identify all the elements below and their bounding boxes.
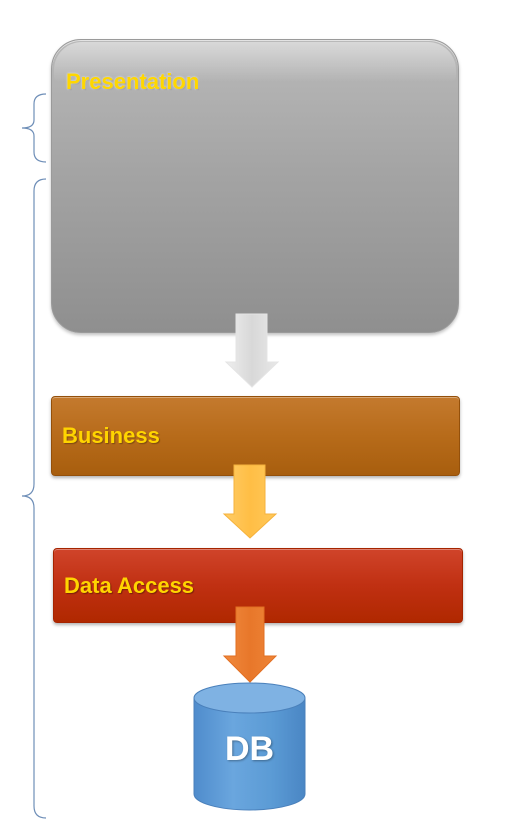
business-label: Business xyxy=(62,423,160,448)
large-brace-path xyxy=(21,178,47,819)
arrow-presentation-to-business xyxy=(224,313,280,388)
presentation-layer-box: Presentation xyxy=(51,39,459,333)
data-access-label: Data Access xyxy=(64,573,195,598)
database-cylinder: DB xyxy=(193,682,306,812)
down-arrow-icon xyxy=(222,606,278,683)
database-icon xyxy=(193,682,306,811)
business-layer-box: Business xyxy=(51,396,460,476)
down-arrow-icon xyxy=(224,313,280,388)
small-brace-path xyxy=(21,93,47,163)
arrow-data-access-to-db xyxy=(222,606,278,683)
down-arrow-icon xyxy=(222,464,278,539)
arrow-business-to-data-access xyxy=(222,464,278,539)
presentation-label: Presentation xyxy=(66,69,200,94)
db-label: DB xyxy=(224,730,275,768)
